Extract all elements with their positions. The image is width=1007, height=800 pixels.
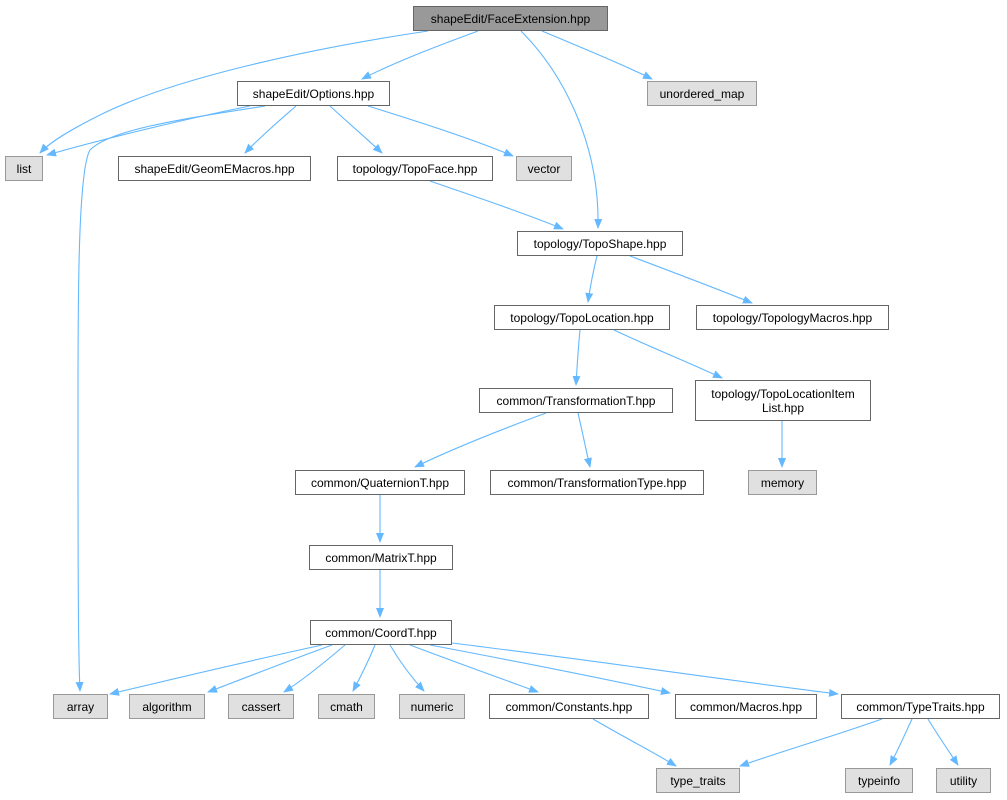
node-label: common/QuaternionT.hpp <box>310 475 450 490</box>
node-label: common/TypeTraits.hpp <box>856 699 985 714</box>
edge-constants-to-type-traits <box>592 718 677 767</box>
node-label: numeric <box>410 699 454 714</box>
node-label: list <box>16 161 32 176</box>
edge-toposhape-to-topolocation <box>585 255 598 303</box>
edge-typetraits-to-utility <box>927 718 959 766</box>
node-topologymacros[interactable]: topology/TopologyMacros.hpp <box>696 305 889 330</box>
edge-coordt-to-algorithm <box>207 644 333 693</box>
node-cassert: cassert <box>228 694 294 719</box>
node-label: topology/TopoLocation.hpp <box>510 310 654 325</box>
node-typetraits[interactable]: common/TypeTraits.hpp <box>841 694 1000 719</box>
node-utility: utility <box>936 768 991 793</box>
edge-topoface-to-toposhape <box>429 180 564 230</box>
node-constants[interactable]: common/Constants.hpp <box>489 694 649 719</box>
node-cmath: cmath <box>318 694 375 719</box>
node-label: common/TransformationType.hpp <box>507 475 687 490</box>
node-coordt[interactable]: common/CoordT.hpp <box>310 620 452 645</box>
node-options[interactable]: shapeEdit/Options.hpp <box>237 81 390 106</box>
edge-options-to-vector <box>367 105 514 157</box>
node-root: shapeEdit/FaceExtension.hpp <box>413 6 608 31</box>
node-toposhape[interactable]: topology/TopoShape.hpp <box>517 231 683 256</box>
node-label: List.hpp <box>761 400 805 415</box>
node-label: unordered_map <box>659 86 745 101</box>
edge-coordt-to-constants <box>409 644 539 693</box>
edge-topolocation-to-transformationt <box>572 329 581 386</box>
node-transformationt[interactable]: common/TransformationT.hpp <box>479 388 673 413</box>
node-label: common/Macros.hpp <box>689 699 803 714</box>
edge-coordt-to-numeric <box>389 644 425 692</box>
edge-coordt-to-cmath <box>352 644 376 692</box>
node-label: utility <box>949 773 978 788</box>
node-numeric: numeric <box>399 694 465 719</box>
edge-topolocation-to-topolocationitemlist <box>613 329 723 379</box>
node-label: shapeEdit/FaceExtension.hpp <box>430 11 591 26</box>
node-label: common/Constants.hpp <box>505 699 633 714</box>
node-label: common/MatrixT.hpp <box>325 550 437 565</box>
node-label: cassert <box>241 699 281 714</box>
node-macros[interactable]: common/Macros.hpp <box>675 694 817 719</box>
edge-root-to-options <box>361 30 479 80</box>
node-label: typeinfo <box>857 773 901 788</box>
edge-root-to-toposhape <box>520 30 603 229</box>
edge-options-to-geomemacros <box>244 105 297 154</box>
node-label: vector <box>527 161 561 176</box>
node-label: memory <box>760 475 805 490</box>
node-label: array <box>66 699 95 714</box>
node-geomemacros[interactable]: shapeEdit/GeomEMacros.hpp <box>118 156 311 181</box>
node-list: list <box>5 156 43 181</box>
node-array: array <box>53 694 108 719</box>
edge-coordt-to-cassert <box>283 644 346 693</box>
edge-options-to-array <box>75 105 266 692</box>
node-topolocation[interactable]: topology/TopoLocation.hpp <box>494 305 670 330</box>
edge-transformationt-to-quaterniont <box>414 412 547 468</box>
edge-root-to-list <box>39 30 429 154</box>
node-quaterniont[interactable]: common/QuaternionT.hpp <box>295 470 465 495</box>
node-label: type_traits <box>670 773 726 788</box>
node-type-traits: type_traits <box>656 768 740 793</box>
edge-coordt-to-macros <box>429 644 671 696</box>
edge-coordt-to-typetraits <box>451 642 839 697</box>
node-vector: vector <box>516 156 572 181</box>
node-algorithm: algorithm <box>129 694 205 719</box>
edge-transformationt-to-transformationtype <box>577 412 592 468</box>
node-label: common/CoordT.hpp <box>325 625 437 640</box>
edge-layer <box>39 30 959 767</box>
node-typeinfo: typeinfo <box>845 768 913 793</box>
edge-typetraits-to-typeinfo <box>889 718 913 766</box>
node-label: topology/TopoShape.hpp <box>533 236 667 251</box>
edge-root-to-unordered-map <box>541 30 653 80</box>
edge-coordt-to-array <box>109 644 323 696</box>
node-unordered-map: unordered_map <box>647 81 757 106</box>
node-matrixt[interactable]: common/MatrixT.hpp <box>309 545 453 570</box>
node-transformationtype[interactable]: common/TransformationType.hpp <box>490 470 704 495</box>
node-label: shapeEdit/GeomEMacros.hpp <box>134 161 295 176</box>
node-label: shapeEdit/Options.hpp <box>252 86 375 101</box>
edge-typetraits-to-type-traits <box>739 718 883 767</box>
node-label: topology/TopoFace.hpp <box>352 161 478 176</box>
node-label: common/TransformationT.hpp <box>496 393 656 408</box>
node-topoface[interactable]: topology/TopoFace.hpp <box>337 156 493 181</box>
edge-toposhape-to-topologymacros <box>629 255 753 304</box>
node-label: topology/TopoLocationItem <box>711 386 855 401</box>
edge-options-to-topoface <box>329 105 383 154</box>
node-label: cmath <box>330 699 363 714</box>
node-label: topology/TopologyMacros.hpp <box>712 310 873 325</box>
node-memory: memory <box>748 470 817 495</box>
node-label: algorithm <box>142 699 192 714</box>
edge-options-to-list <box>46 105 251 157</box>
